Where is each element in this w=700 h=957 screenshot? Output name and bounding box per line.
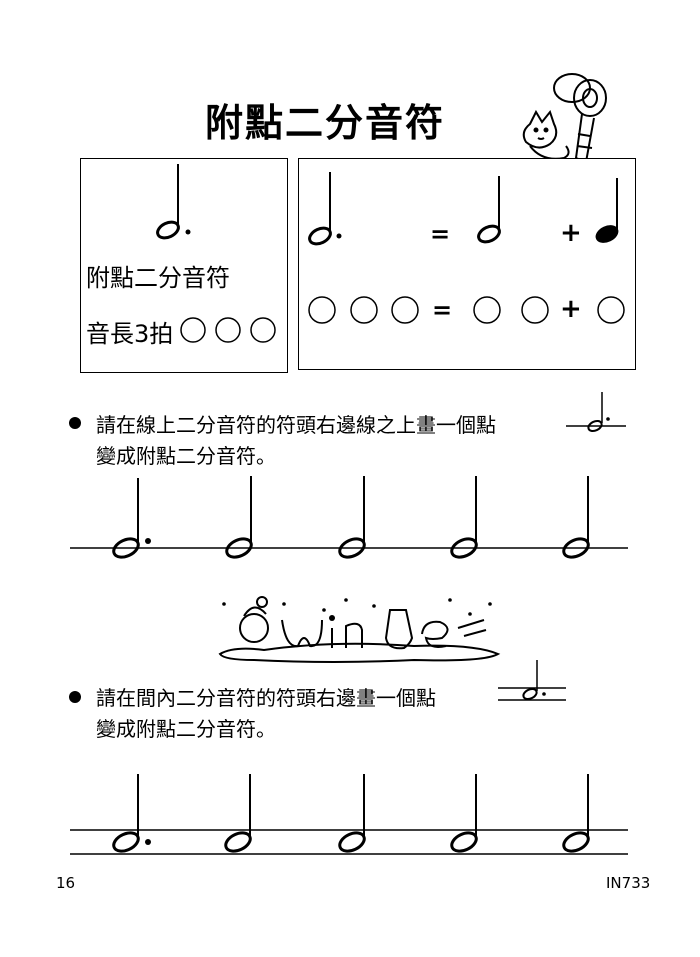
exercise1-instruction: 請在線上二分音符的符頭右邊線之上畫一個點 [96,413,496,437]
exercise1-staff[interactable] [66,470,632,570]
note-equation-graphic [308,172,625,324]
example-dot-on-line-icon [566,392,626,433]
plus-sign-bottom: + [560,294,582,324]
exercise2-staff[interactable] [66,768,632,868]
note-name-label: 附點二分音符 [86,264,230,292]
exercise2-instruction-cont: 變成附點二分音符。 [96,717,276,741]
duration-label: 音長3拍 [86,320,174,348]
page-title: 附點二分音符 [205,101,446,145]
exercise1-instruction-cont: 變成附點二分音符。 [96,444,276,468]
example-dot-in-space-icon [498,660,566,701]
equals-sign-bottom: = [432,296,453,324]
equals-sign-top: = [430,220,451,248]
plus-sign-top: + [560,218,582,248]
beat-circles [180,317,276,343]
book-code: IN733 [606,874,651,892]
winter-decoration [218,596,501,663]
key-cat-illustration [522,73,607,164]
dotted-half-note-symbol [156,164,191,240]
page-number: 16 [56,874,76,892]
exercise2-instruction: 請在間內二分音符的符頭右邊畫一個點 [96,686,436,710]
bullet-icon [69,691,81,703]
equation-box [298,158,636,370]
bullet-icon [69,417,81,429]
